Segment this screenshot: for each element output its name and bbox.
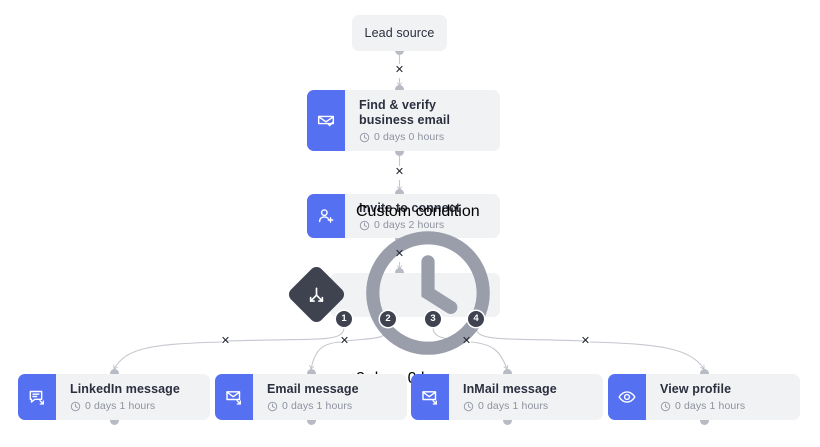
delete-connector-branch-4[interactable]: ✕ [580, 335, 591, 347]
port-find-email-out[interactable] [395, 147, 404, 156]
envelope-arrow-icon [411, 374, 449, 420]
node-email-message-duration: 0 days 1 hours [282, 400, 353, 412]
node-custom-condition-title: Custom condition [356, 202, 480, 220]
port-inmail-in[interactable] [503, 369, 512, 378]
node-email-message[interactable]: Email message 0 days 1 hours [215, 374, 407, 420]
node-view-profile-meta: 0 days 1 hours [660, 400, 800, 412]
person-add-icon [307, 194, 345, 238]
node-inmail-message-meta: 0 days 1 hours [463, 400, 603, 412]
node-linkedin-message-body: LinkedIn message 0 days 1 hours [56, 374, 210, 420]
envelope-check-icon [307, 90, 345, 151]
node-inmail-message-duration: 0 days 1 hours [478, 400, 549, 412]
envelope-arrow-icon [215, 374, 253, 420]
node-view-profile-body: View profile 0 days 1 hours [646, 374, 800, 420]
clock-icon [267, 401, 278, 411]
node-invite-to-connect-body: Invite to connect 0 days 2 hours [345, 194, 500, 238]
port-invite-in[interactable] [395, 189, 404, 198]
node-custom-condition[interactable]: Custom condition 2 days 0 hours [330, 203, 500, 387]
branch-badge-1[interactable]: 1 [336, 311, 352, 327]
node-linkedin-message[interactable]: LinkedIn message 0 days 1 hours [18, 374, 210, 420]
node-invite-to-connect-title: Invite to connect [359, 201, 461, 215]
node-email-message-title: Email message [267, 382, 359, 396]
chat-bubble-arrow-icon [18, 374, 56, 420]
delete-connector-branch-1[interactable]: ✕ [220, 335, 231, 347]
port-find-email-in[interactable] [395, 85, 404, 94]
port-linkedin-out[interactable] [110, 416, 119, 425]
node-linkedin-message-meta: 0 days 1 hours [70, 400, 210, 412]
port-email-out[interactable] [307, 416, 316, 425]
branch-badge-3[interactable]: 3 [425, 311, 441, 327]
delete-connector-branch-3[interactable]: ✕ [461, 335, 472, 347]
delete-connector-lead-to-email[interactable]: ✕ [394, 64, 405, 76]
node-invite-to-connect[interactable]: Invite to connect 0 days 2 hours [307, 194, 500, 238]
node-view-profile-duration: 0 days 1 hours [675, 400, 746, 412]
delete-connector-invite-to-condition[interactable]: ✕ [394, 248, 405, 260]
node-find-verify-email-title: Find & verify business email [359, 98, 451, 127]
clock-icon [70, 401, 81, 411]
node-view-profile-title: View profile [660, 382, 732, 396]
branch-split-icon[interactable] [286, 264, 347, 325]
port-email-in[interactable] [307, 369, 316, 378]
node-linkedin-message-duration: 0 days 1 hours [85, 400, 156, 412]
delete-connector-branch-2[interactable]: ✕ [339, 335, 350, 347]
eye-icon [608, 374, 646, 420]
node-linkedin-message-title: LinkedIn message [70, 382, 180, 396]
port-viewprofile-out[interactable] [700, 416, 709, 425]
clock-icon [359, 132, 370, 142]
node-custom-condition-meta: 2 days 0 hours [356, 221, 500, 388]
port-linkedin-in[interactable] [110, 369, 119, 378]
branch-badge-2[interactable]: 2 [380, 311, 396, 327]
node-find-verify-email-body: Find & verify business email 0 days 0 ho… [345, 90, 500, 151]
node-email-message-body: Email message 0 days 1 hours [253, 374, 407, 420]
node-find-verify-email[interactable]: Find & verify business email 0 days 0 ho… [307, 90, 500, 151]
node-inmail-message-body: InMail message 0 days 1 hours [449, 374, 603, 420]
clock-icon [660, 401, 671, 411]
port-inmail-out[interactable] [503, 416, 512, 425]
clock-icon [463, 401, 474, 411]
delete-connector-email-to-invite[interactable]: ✕ [394, 166, 405, 178]
node-invite-to-connect-duration: 0 days 2 hours [374, 219, 445, 231]
port-condition-in[interactable] [395, 268, 404, 277]
clock-icon [366, 230, 490, 355]
node-inmail-message-title: InMail message [463, 382, 557, 396]
node-custom-condition-body: Custom condition 2 days 0 hours [330, 203, 500, 387]
node-lead-source-title: Lead source [364, 25, 435, 40]
node-inmail-message[interactable]: InMail message 0 days 1 hours [411, 374, 603, 420]
node-lead-source[interactable]: Lead source [352, 15, 447, 51]
node-email-message-meta: 0 days 1 hours [267, 400, 407, 412]
branch-badge-4[interactable]: 4 [468, 311, 484, 327]
port-viewprofile-in[interactable] [700, 369, 709, 378]
clock-icon [359, 220, 370, 230]
node-find-verify-email-duration: 0 days 0 hours [374, 131, 445, 143]
node-view-profile[interactable]: View profile 0 days 1 hours [608, 374, 800, 420]
node-find-verify-email-meta: 0 days 0 hours [359, 131, 500, 143]
node-invite-to-connect-meta: 0 days 2 hours [359, 219, 500, 231]
